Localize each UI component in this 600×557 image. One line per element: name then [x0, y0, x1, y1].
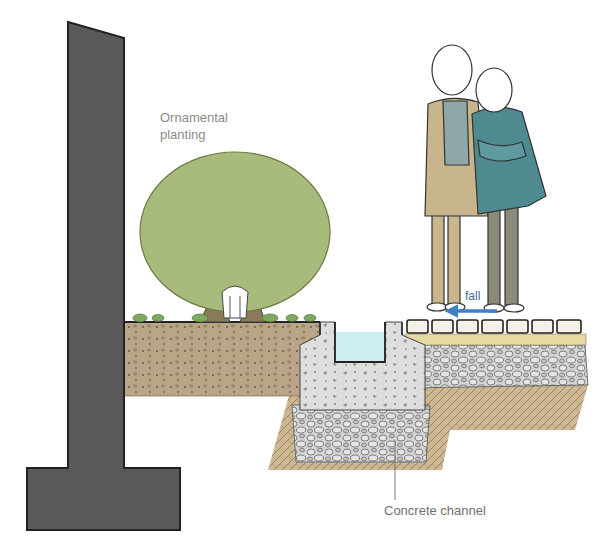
fall-label: fall — [465, 289, 480, 305]
paving-blocks — [407, 320, 581, 333]
shrub — [133, 152, 330, 322]
channel-base — [292, 405, 430, 462]
person-front — [472, 68, 546, 312]
sub-base — [405, 345, 588, 388]
topsoil — [124, 322, 320, 396]
concrete-channel — [300, 322, 425, 410]
leader-line — [395, 440, 396, 500]
part-label: Concrete channel — [384, 503, 486, 520]
plant-label: Ornamental planting — [160, 110, 250, 144]
sand-bed — [405, 334, 586, 345]
water — [335, 332, 385, 362]
fall-arrow — [450, 309, 497, 313]
